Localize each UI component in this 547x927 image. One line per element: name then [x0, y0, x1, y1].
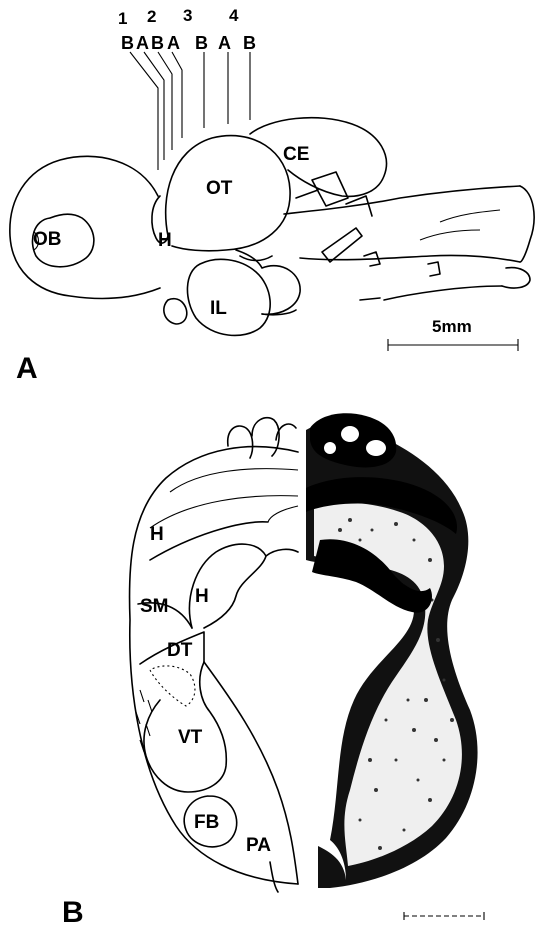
scale-bar-a	[388, 339, 518, 351]
section-number-1: 1	[118, 9, 127, 28]
brainstem-outline	[284, 186, 520, 214]
section-letter-1a: A	[136, 33, 149, 53]
panel-b-cross-section: H H SM DT VT FB PA B	[62, 413, 484, 927]
section-letter-1b: B	[121, 33, 134, 53]
inferior-lobe-outline	[187, 259, 270, 335]
telencephalon-outline	[10, 156, 160, 298]
cerebellum-outline	[250, 118, 386, 197]
scale-bar-b	[404, 912, 484, 920]
label-dt: DT	[167, 640, 193, 661]
label-pa: PA	[246, 835, 271, 856]
section-letter-3b: B	[195, 33, 208, 53]
label-h-top: H	[150, 524, 164, 545]
label-vt: VT	[178, 727, 203, 748]
label-il: IL	[210, 298, 227, 319]
dotted-nucleus	[150, 666, 195, 706]
section-plane-lines	[130, 52, 250, 170]
panel-label-b: B	[62, 896, 84, 927]
pituitary-outline	[164, 299, 187, 324]
label-h-panel-a: H	[158, 230, 172, 251]
section-letter-2b: B	[151, 33, 164, 53]
section-number-3: 3	[183, 6, 192, 25]
label-ce: CE	[283, 144, 309, 165]
scale-bar-label: 5mm	[432, 317, 472, 336]
section-letter-4b: B	[243, 33, 256, 53]
label-fb: FB	[194, 812, 219, 833]
label-sm: SM	[140, 596, 169, 617]
section-number-4: 4	[229, 6, 239, 25]
section-number-2: 2	[147, 7, 156, 26]
label-h-mid: H	[195, 586, 209, 607]
label-ot: OT	[206, 178, 233, 199]
top-lobe-middle	[252, 418, 279, 456]
top-lobe-left	[228, 426, 253, 458]
panel-a-brain-sagittal: 1 2 3 4 B A B A B A B	[10, 6, 534, 385]
label-ob: OB	[33, 229, 62, 250]
panel-label-a: A	[16, 352, 38, 385]
section-letter-2a: A	[167, 33, 180, 53]
section-letter-4a: A	[218, 33, 231, 53]
